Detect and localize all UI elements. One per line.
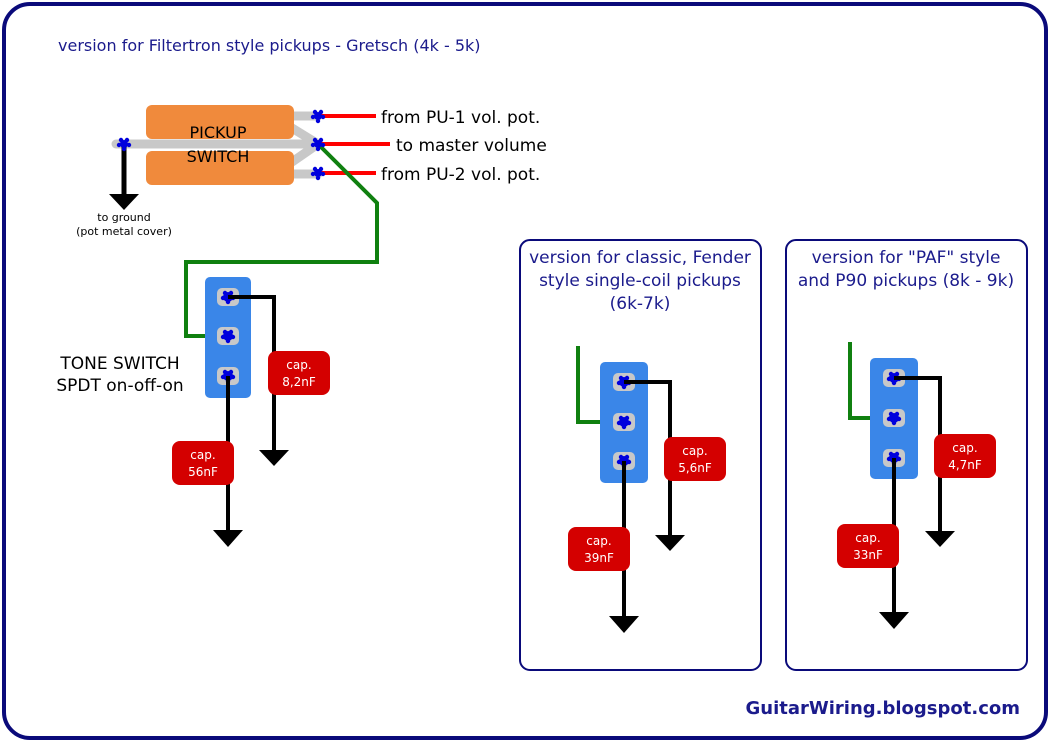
diagram-title: version for Filtertron style pickups - G…: [58, 36, 481, 55]
label-pu1: from PU-1 vol. pot.: [381, 108, 540, 128]
tone-switch-label-2: SPDT on-off-on: [56, 376, 183, 396]
fender-title-3: (6k-7k): [610, 294, 671, 314]
tone-switch-label-1: TONE SWITCH: [59, 354, 179, 374]
paf-title-1: version for "PAF" style: [812, 248, 1001, 268]
svg-text:56nF: 56nF: [188, 465, 218, 479]
ground-arrow: [109, 194, 139, 210]
site-signature: GuitarWiring.blogspot.com: [746, 698, 1021, 719]
svg-text:cap.: cap.: [286, 358, 311, 372]
tone-switch-main: [205, 277, 251, 398]
fender-title-2: style single-coil pickups: [539, 271, 741, 291]
label-pu2: from PU-2 vol. pot.: [381, 165, 540, 185]
svg-text:4,7nF: 4,7nF: [948, 458, 982, 472]
tone-switch-paf: [848, 342, 918, 479]
svg-text:cap.: cap.: [682, 444, 707, 458]
cap-main-upper: cap. 8,2nF: [268, 351, 330, 395]
pickup-switch-body-top: [146, 105, 294, 139]
pickup-switch-body-bottom: [146, 151, 294, 185]
svg-text:39nF: 39nF: [584, 551, 614, 565]
ground-label-2: (pot metal cover): [76, 225, 172, 238]
fender-title-1: version for classic, Fender: [529, 248, 751, 268]
svg-text:cap.: cap.: [855, 531, 880, 545]
svg-text:8,2nF: 8,2nF: [282, 375, 316, 389]
tone-switch-fender: [576, 346, 648, 483]
cap-fender-upper: cap. 5,6nF: [664, 437, 726, 481]
svg-text:5,6nF: 5,6nF: [678, 461, 712, 475]
label-master: to master volume: [396, 136, 547, 156]
pickup-switch: PICKUP SWITCH: [111, 105, 323, 185]
svg-text:33nF: 33nF: [853, 548, 883, 562]
svg-text:cap.: cap.: [952, 441, 977, 455]
pickup-switch-label-2: SWITCH: [187, 147, 250, 166]
cap-paf-lower: cap. 33nF: [837, 524, 899, 568]
svg-text:cap.: cap.: [190, 448, 215, 462]
pickup-switch-label-1: PICKUP: [190, 123, 247, 142]
cap-paf-upper: cap. 4,7nF: [934, 434, 996, 478]
wire-green-main: [184, 142, 379, 338]
cap-main-lower: cap. 56nF: [172, 441, 234, 485]
svg-text:cap.: cap.: [586, 534, 611, 548]
ground-label-1: to ground: [97, 211, 150, 224]
cap-fender-lower: cap. 39nF: [568, 527, 630, 571]
paf-title-2: and P90 pickups (8k - 9k): [798, 271, 1014, 291]
